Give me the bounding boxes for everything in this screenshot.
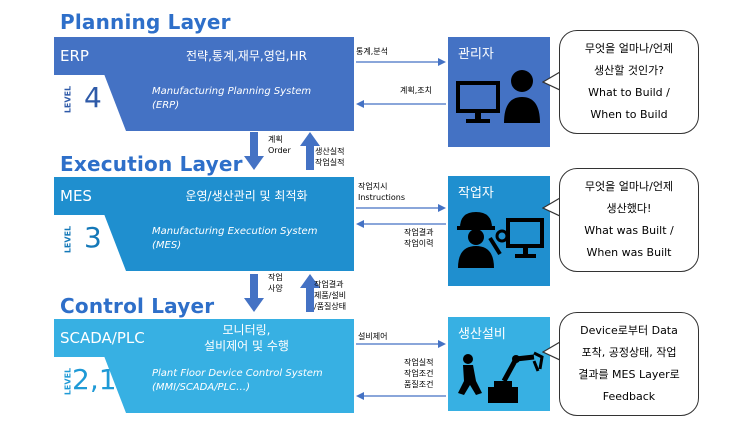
worker-bubble-line3: What was Built / bbox=[584, 224, 674, 237]
exec-ctrl-up-arrow-head bbox=[300, 274, 320, 288]
arrow-to-manager-head bbox=[438, 58, 446, 66]
mes-subtitle-line1: Manufacturing Execution System bbox=[152, 226, 318, 237]
erp-level-number: 4 bbox=[84, 81, 102, 114]
erp-panel: ERP 전략,통계,재무,영업,HR LEVEL 4 Manufacturing… bbox=[54, 37, 354, 131]
erp-header: ERP 전략,통계,재무,영업,HR bbox=[54, 37, 354, 75]
scada-level-number: 2,1 bbox=[72, 363, 117, 396]
mes-panel: MES 운영/생산관리 및 최적화 LEVEL 3 Manufacturing … bbox=[54, 177, 354, 271]
plan-exec-up-label-1: 생산실적 bbox=[315, 147, 345, 156]
manager-bubble-line2: 생산할 것인가? bbox=[593, 64, 665, 77]
worker-bubble: 무엇을 얼마나/언제 생산했다! What was Built / When w… bbox=[559, 168, 699, 272]
scada-subtitle-line1: Plant Floor Device Control System bbox=[152, 368, 323, 379]
manager-bubble-line3: What to Build / bbox=[588, 86, 670, 99]
worker-bubble-line2: 생산했다! bbox=[606, 202, 652, 215]
planning-execution-arrows bbox=[244, 132, 320, 170]
mes-level-word: LEVEL bbox=[63, 225, 73, 254]
erp-subtitle: Manufacturing Planning System (ERP) bbox=[152, 85, 352, 113]
robot-arm-icon bbox=[458, 351, 544, 403]
execution-layer-title: Execution Layer bbox=[60, 152, 243, 176]
exec-ctrl-down-arrow bbox=[250, 274, 258, 298]
exec-ctrl-down-label-1: 작업 bbox=[268, 273, 283, 282]
plan-exec-down-label-2: Order bbox=[268, 146, 291, 155]
scada-equipment-arrows bbox=[356, 340, 446, 400]
scada-subtitle: Plant Floor Device Control System (MMI/S… bbox=[152, 367, 352, 395]
arrow-to-worker-head bbox=[438, 204, 446, 212]
mes-left-label-1: 작업결과 bbox=[404, 228, 434, 237]
scada-subtitle-line2: (MMI/SCADA/PLC…) bbox=[152, 382, 251, 393]
worker-bubble-line1: 무엇을 얼마나/언제 bbox=[584, 180, 674, 193]
erp-manager-arrows bbox=[356, 58, 446, 108]
manager-bubble-line1: 무엇을 얼마나/언제 bbox=[584, 42, 674, 55]
worker-icon bbox=[457, 212, 544, 268]
plan-exec-up-arrow-head bbox=[300, 132, 320, 146]
mes-right-label-2: Instructions bbox=[358, 193, 405, 202]
equipment-bubble-line3: 결과를 MES Layer로 bbox=[578, 368, 680, 381]
mes-header: MES 운영/생산관리 및 최적화 bbox=[54, 177, 354, 215]
mes-worker-arrows bbox=[356, 204, 446, 228]
erp-level-word: LEVEL bbox=[63, 85, 73, 114]
execution-control-arrows bbox=[244, 274, 320, 312]
mes-subtitle-line2: (MES) bbox=[152, 240, 182, 251]
scada-left-label-3: 품질조건 bbox=[404, 380, 434, 389]
manager-role-label: 관리자 bbox=[458, 47, 494, 62]
manager-bubble-line4: When to Build bbox=[590, 108, 668, 121]
scada-header: SCADA/PLC 모니터링, 설비제어 및 수행 bbox=[54, 319, 354, 357]
worker-role-box: 작업자 bbox=[448, 176, 550, 286]
equipment-bubble-line4: Feedback bbox=[602, 390, 656, 403]
equipment-role-label: 생산설비 bbox=[458, 327, 506, 342]
plan-exec-down-label-1: 계획 bbox=[268, 135, 283, 144]
scada-system-name: SCADA/PLC bbox=[60, 329, 145, 347]
erp-subtitle-line2: (ERP) bbox=[152, 100, 180, 111]
worker-bubble-line4: When was Built bbox=[586, 246, 672, 259]
exec-ctrl-up-label-2: 제품/설비 bbox=[314, 291, 347, 300]
scada-description-line1: 모니터링, bbox=[222, 323, 271, 337]
control-layer-title: Control Layer bbox=[60, 294, 215, 318]
erp-subtitle-line1: Manufacturing Planning System bbox=[152, 86, 312, 97]
arrow-to-erp-head bbox=[356, 100, 364, 108]
exec-ctrl-up-arrow bbox=[306, 288, 314, 312]
mes-system-name: MES bbox=[60, 187, 92, 205]
equipment-bubble-line2: 포착, 공정상태, 작업 bbox=[581, 346, 677, 359]
scada-panel: SCADA/PLC 모니터링, 설비제어 및 수행 LEVEL 2,1 Plan… bbox=[54, 319, 354, 413]
arrow-to-mes-head bbox=[356, 220, 364, 228]
mes-level-number: 3 bbox=[84, 221, 102, 254]
manager-role-box: 관리자 bbox=[448, 37, 550, 147]
equipment-bubble-line1: Device로부터 Data bbox=[580, 324, 678, 337]
erp-right-label: 통계,분석 bbox=[356, 47, 388, 56]
arrow-to-equipment-head bbox=[438, 340, 446, 348]
scada-description-line2: 설비제어 및 수행 bbox=[204, 339, 289, 353]
manager-bubble: 무엇을 얼마나/언제 생산할 것인가? What to Build / When… bbox=[559, 30, 699, 134]
equipment-role-box: 생산설비 bbox=[448, 317, 550, 411]
scada-left-label-1: 작업실적 bbox=[404, 358, 434, 367]
mes-subtitle: Manufacturing Execution System (MES) bbox=[152, 225, 352, 253]
exec-ctrl-up-label-3: /품질상태 bbox=[314, 302, 347, 311]
plan-exec-down-arrow-head bbox=[244, 156, 264, 170]
manager-icon bbox=[456, 70, 540, 123]
mes-description: 운영/생산관리 및 최적화 bbox=[185, 189, 308, 203]
exec-ctrl-down-arrow-head bbox=[244, 298, 264, 312]
plan-exec-up-arrow bbox=[306, 146, 314, 170]
mes-right-label-1: 작업지시 bbox=[358, 182, 388, 191]
planning-layer-title: Planning Layer bbox=[60, 10, 231, 34]
erp-left-label: 계획,조치 bbox=[400, 86, 432, 95]
scada-left-label-2: 작업조건 bbox=[404, 369, 434, 378]
arrow-to-scada-head bbox=[356, 392, 364, 400]
worker-role-label: 작업자 bbox=[458, 186, 494, 201]
exec-ctrl-down-label-2: 사양 bbox=[268, 284, 283, 293]
erp-description: 전략,통계,재무,영업,HR bbox=[186, 49, 307, 63]
plan-exec-up-label-2: 작업실적 bbox=[315, 158, 345, 167]
mes-left-label-2: 작업이력 bbox=[404, 239, 434, 248]
scada-right-label: 설비제어 bbox=[358, 332, 388, 341]
plan-exec-down-arrow bbox=[250, 132, 258, 156]
erp-system-name: ERP bbox=[60, 47, 89, 65]
equipment-bubble: Device로부터 Data 포착, 공정상태, 작업 결과를 MES Laye… bbox=[559, 312, 699, 416]
exec-ctrl-up-label-1: 작업결과 bbox=[314, 280, 344, 289]
scada-description: 모니터링, 설비제어 및 수행 bbox=[144, 319, 349, 357]
